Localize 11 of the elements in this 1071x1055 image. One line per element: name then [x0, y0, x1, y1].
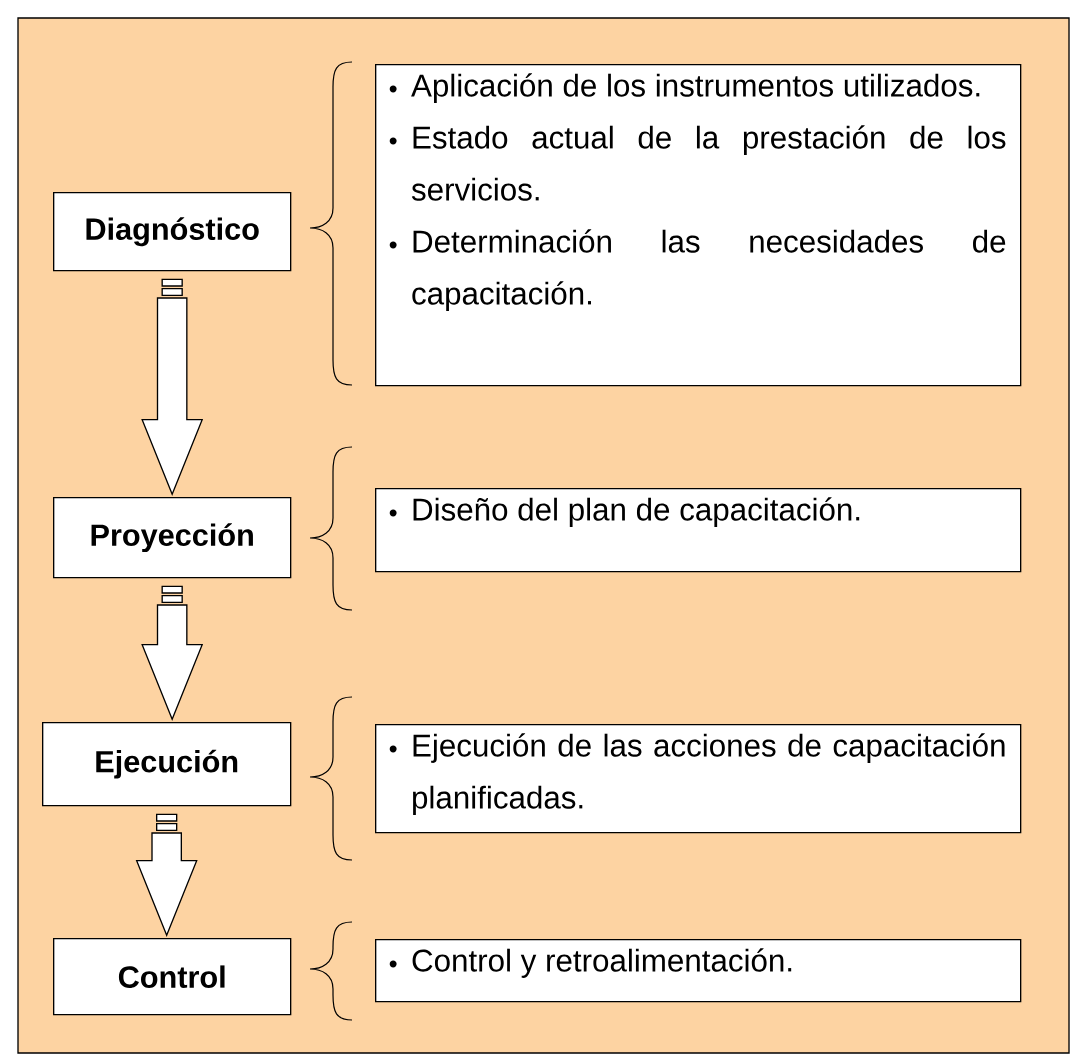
text-box: Control y retroalimentación. [375, 939, 1022, 1003]
label-box: Proyección [53, 497, 292, 579]
label-box: Control [53, 938, 292, 1016]
text-box: Aplicación de los instrumentos utilizados. Estado actual de la prestación de los servicios. Determinación las necesidades de capacitación. [375, 64, 1022, 387]
label-box: Diagnóstico [53, 192, 292, 272]
label-box: Ejecución [42, 722, 292, 807]
text-box: Diseño del plan de capacitación. [375, 488, 1022, 573]
block-arrow [135, 813, 198, 938]
text-box: Ejecución de las acciones de capacitación planificadas. [375, 724, 1022, 834]
block-arrow [141, 585, 204, 722]
block-arrow [141, 278, 204, 497]
